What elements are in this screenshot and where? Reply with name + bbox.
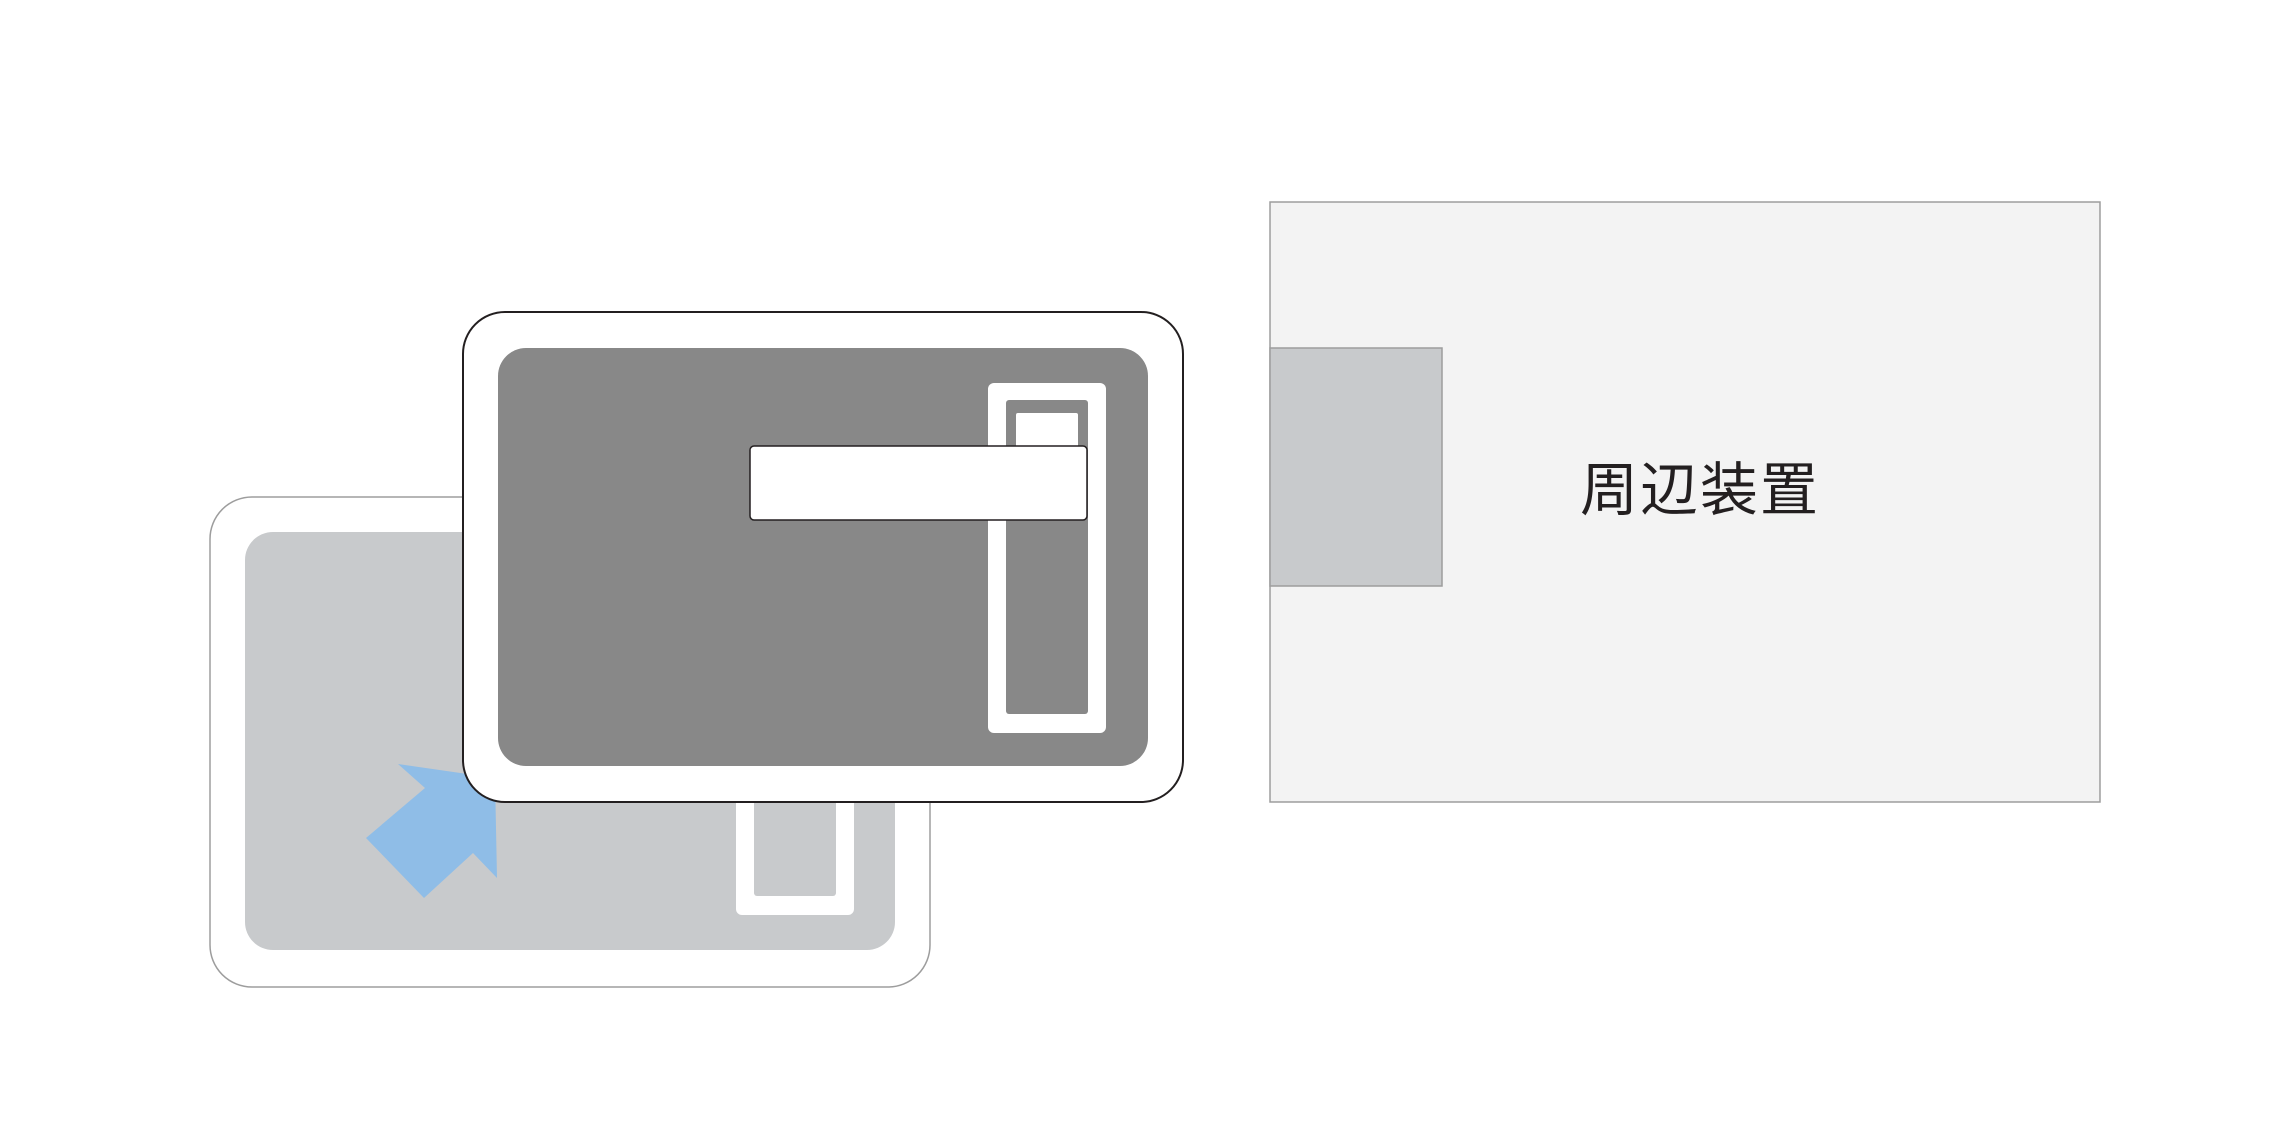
front-card-chip-contact [1016,413,1078,449]
insert-arrow-shape [366,764,497,898]
peripheral-card-slot [1269,347,1443,587]
front-card-stripe [749,445,1088,521]
arrow-up-right-icon [366,764,497,898]
peripheral-label: 周辺装置 [1579,456,1820,524]
front-card [462,311,1184,803]
peripheral-device [1269,201,2101,803]
